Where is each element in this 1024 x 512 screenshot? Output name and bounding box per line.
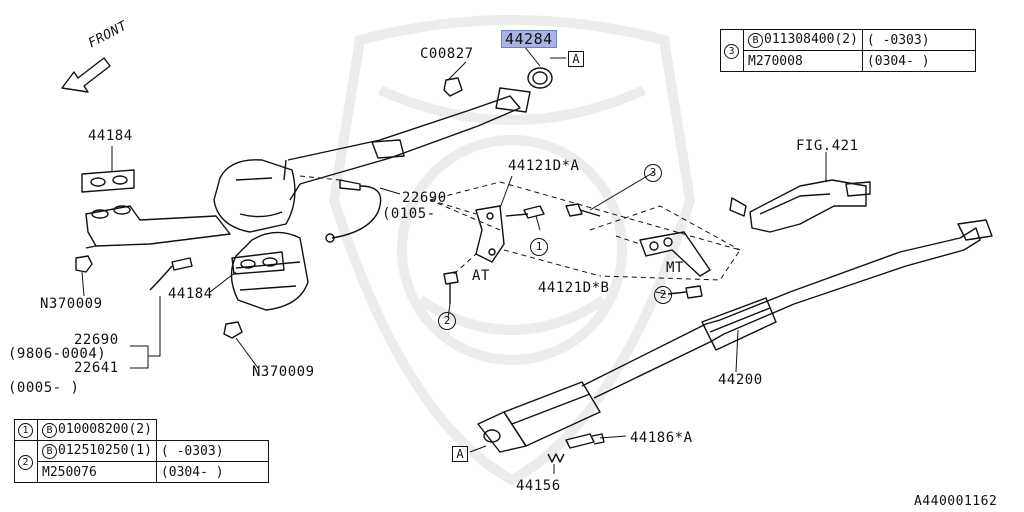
bolt-2-right xyxy=(667,285,703,299)
table-cell-index: 3 xyxy=(720,29,744,72)
bracket-mt xyxy=(639,231,711,277)
rear-pipe-44200 xyxy=(581,219,993,399)
resonator xyxy=(701,297,777,351)
label-44121d-b: 44121D*B xyxy=(538,280,610,296)
b-badge-icon: B xyxy=(42,423,57,438)
label-44121d-a: 44121D*A xyxy=(508,158,580,174)
bracket-at xyxy=(475,205,505,263)
label-box-a-bottom: A xyxy=(452,446,468,462)
callout-index-icon: 2 xyxy=(18,454,33,470)
oxygen-sensor-lower xyxy=(149,257,193,291)
nut-n370009-left xyxy=(75,255,93,273)
table-cell-part: M250076 xyxy=(37,461,157,483)
heat-shield xyxy=(729,179,871,233)
label-c00827: C00827 xyxy=(420,46,474,62)
label-44184-mid: 44184 xyxy=(168,286,213,302)
oxygen-sensor-upper xyxy=(325,179,382,243)
spring-44156 xyxy=(547,453,565,463)
table-cell-range: (0304- ) xyxy=(861,50,976,72)
bolt-1 xyxy=(505,205,545,219)
label-22641: 22641 xyxy=(74,360,119,376)
manifold-gasket-top xyxy=(81,169,135,193)
label-n370009-left: N370009 xyxy=(40,296,103,312)
center-muffler xyxy=(477,381,601,453)
bolt-3 xyxy=(565,203,601,217)
label-22690-a: 22690 xyxy=(402,190,447,206)
label-44200: 44200 xyxy=(718,372,763,388)
callout-2-left: 2 xyxy=(438,312,456,330)
table-cell-empty xyxy=(155,419,269,441)
label-mt: MT xyxy=(666,260,684,276)
label-range-9806: (9806-0004) xyxy=(8,346,107,362)
nut-n370009-mid xyxy=(223,321,243,339)
callout-3: 3 xyxy=(644,164,662,182)
table-cell-index: 2 xyxy=(14,440,38,483)
label-range-0005: (0005- ) xyxy=(8,380,80,396)
table-row: M250076 (0304- ) xyxy=(15,461,270,483)
front-exhaust-pipe xyxy=(283,87,531,201)
label-44186a: 44186*A xyxy=(630,430,693,446)
catalytic-converter xyxy=(213,159,309,311)
table-cell-index: 1 xyxy=(14,419,38,441)
table-cell-range: (0304- ) xyxy=(155,461,270,483)
label-fig421[interactable]: FIG.421 xyxy=(796,138,859,154)
label-22690-a-range: (0105- xyxy=(382,206,436,222)
bolt-2-left xyxy=(443,271,459,304)
b-badge-icon: B xyxy=(748,33,763,48)
label-at: AT xyxy=(472,268,490,284)
callout-1: 1 xyxy=(530,238,548,256)
table-cell-range: ( -0303) xyxy=(155,440,270,462)
front-arrow-icon xyxy=(61,57,111,93)
label-box-a-top: A xyxy=(568,51,584,67)
label-44284[interactable]: 44284 xyxy=(501,30,557,48)
label-n370009-mid: N370009 xyxy=(252,364,315,380)
manifold-pipe-left xyxy=(85,205,231,249)
table-cell-part: M270008 xyxy=(743,50,863,72)
table-cell-range: ( -0303) xyxy=(861,29,976,51)
b-badge-icon: B xyxy=(42,444,57,459)
gasket-44284 xyxy=(527,67,553,89)
label-44184-top: 44184 xyxy=(88,128,133,144)
nut-c00827 xyxy=(443,77,463,97)
label-22690-b: 22690 xyxy=(74,332,119,348)
callout-index-icon: 1 xyxy=(18,423,33,438)
callout-2-right: 2 xyxy=(654,286,672,304)
callout-index-icon: 3 xyxy=(724,43,739,59)
label-44156: 44156 xyxy=(516,478,561,494)
table-row: M270008 (0304- ) xyxy=(721,50,976,72)
diagram-code: A440001162 xyxy=(914,494,998,509)
manifold-gasket-mid xyxy=(231,251,285,275)
